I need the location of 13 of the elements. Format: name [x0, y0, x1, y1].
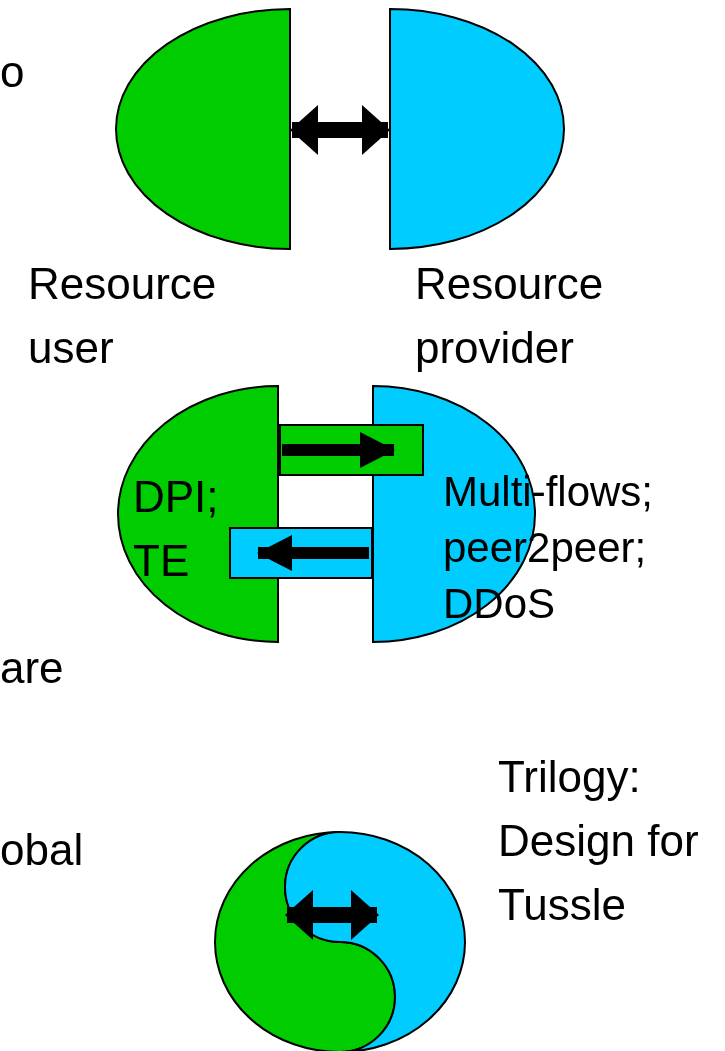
double-arrow: [285, 890, 379, 940]
node-caption: Resource provider: [415, 258, 605, 374]
label-text: o: [0, 46, 26, 98]
swirl-half-shape: [284, 831, 466, 1051]
arrow: [282, 432, 395, 468]
swirl-half-shape: [214, 831, 396, 1051]
label-text: obal: [0, 824, 85, 876]
label-text: are: [0, 642, 65, 694]
node-caption: Resource user: [28, 258, 218, 374]
node-text: DPI; TE: [133, 471, 220, 587]
label-text: Trilogy: Design for Tussle: [498, 751, 700, 931]
double-arrow: [290, 105, 390, 155]
arrow: [257, 535, 369, 571]
